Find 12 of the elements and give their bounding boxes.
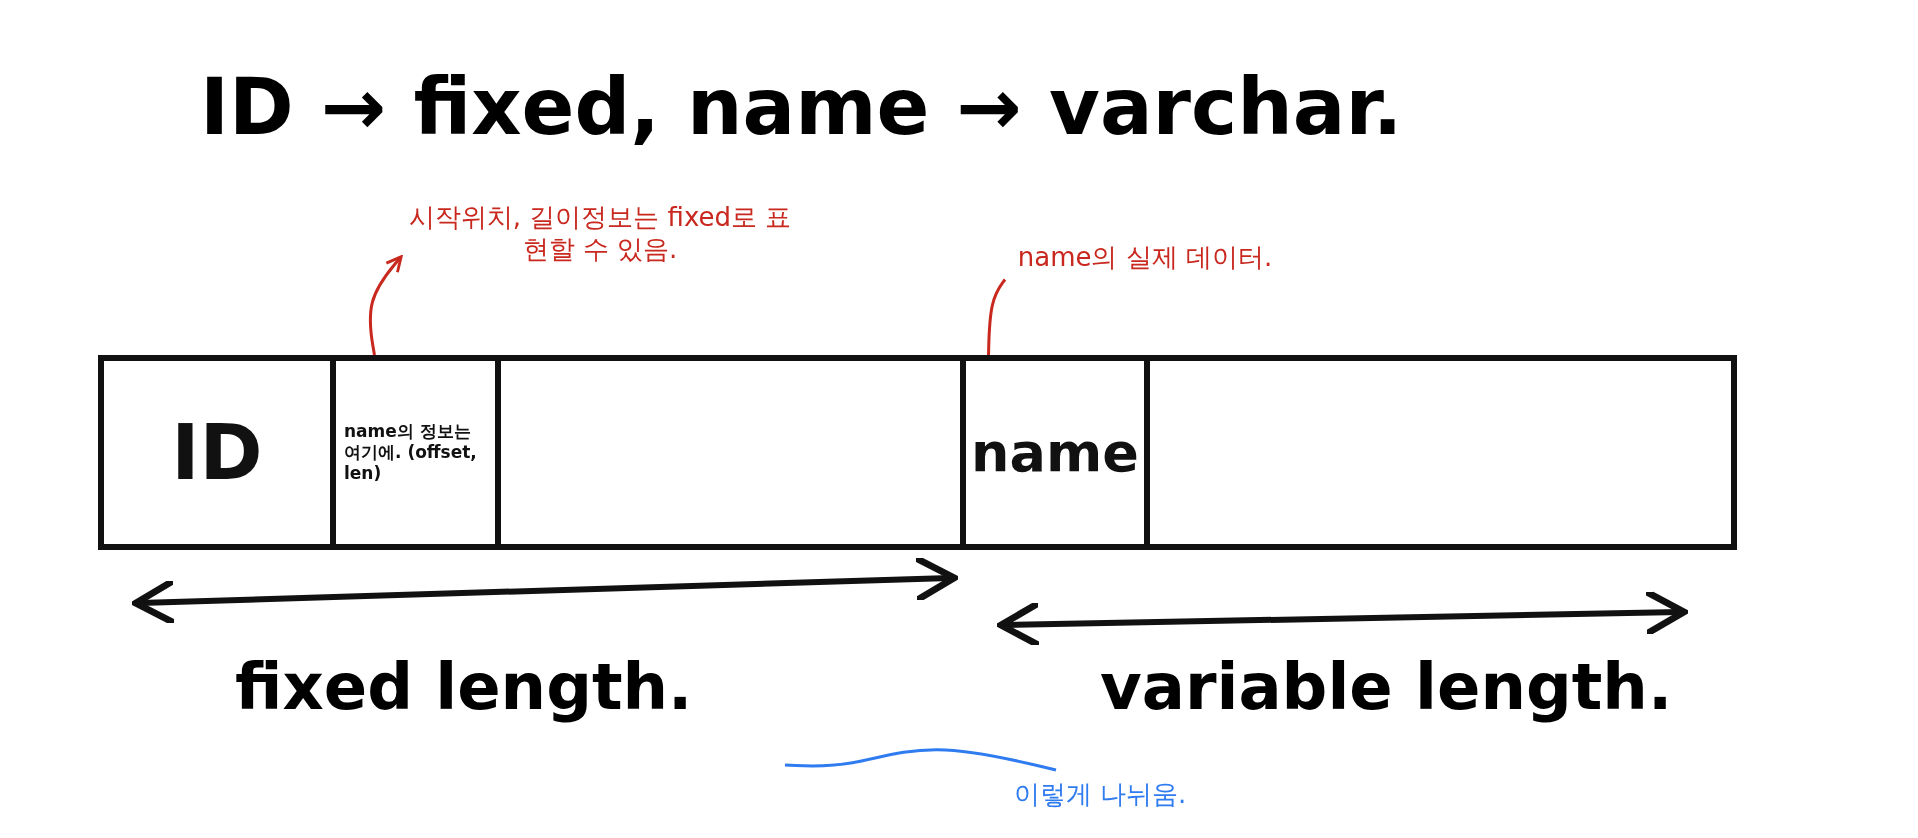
dimension-label: fixed length. — [235, 650, 693, 724]
leader-line — [784, 748, 1057, 772]
annotation-text: name의 실제 데이터. — [1017, 240, 1273, 274]
leader-line — [987, 278, 1007, 356]
arrow — [368, 255, 403, 356]
title: ID → fixed, name → varchar. — [200, 62, 1403, 152]
field-label: ID — [171, 407, 263, 499]
annotation-text: 시작위치, 길이정보는 fixed로 표현할 수 있음. — [407, 200, 793, 266]
dimension-label: variable length. — [1100, 650, 1673, 724]
field-label: name — [971, 419, 1139, 486]
annotation-text: 이렇게 나뉘움. — [1013, 777, 1187, 811]
field-label: name의 정보는 여기에. (offset, len) — [344, 420, 478, 485]
